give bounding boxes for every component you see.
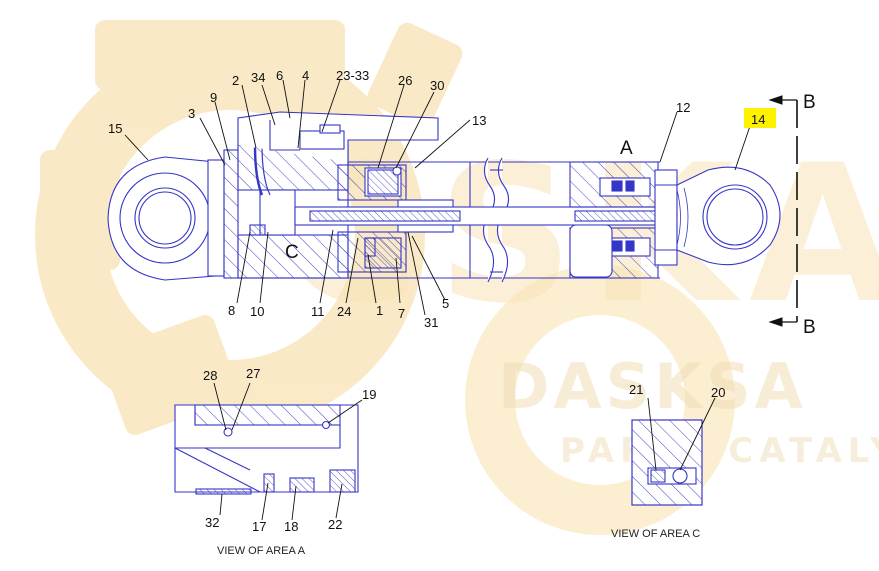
leader-lines xyxy=(124,79,751,316)
watermark-gear-small-icon xyxy=(465,265,735,535)
callout-30[interactable]: 30 xyxy=(430,78,444,93)
caption-view-area-a: VIEW OF AREA A xyxy=(217,545,306,557)
callout-8[interactable]: 8 xyxy=(228,303,235,318)
callout-17[interactable]: 17 xyxy=(252,519,266,534)
callout-20[interactable]: 20 xyxy=(711,385,725,400)
view-area-a xyxy=(174,404,359,495)
callout-14-highlight xyxy=(744,108,776,128)
callout-6[interactable]: 6 xyxy=(276,68,283,83)
view-letters: A C B B xyxy=(285,92,816,338)
section-letter-b-top[interactable]: B xyxy=(803,92,816,113)
callout-21[interactable]: 21 xyxy=(629,382,643,397)
manifold-block xyxy=(237,111,439,162)
view-area-a-leaders xyxy=(213,382,363,521)
callout-14[interactable]: 14 xyxy=(751,112,765,127)
callout-4[interactable]: 4 xyxy=(302,68,309,83)
callout-15[interactable]: 15 xyxy=(108,121,122,136)
view-area-c-leaders xyxy=(647,397,716,471)
caption-view-area-c: VIEW OF AREA C xyxy=(611,528,700,540)
view-area-c xyxy=(631,419,703,506)
callout-28[interactable]: 28 xyxy=(203,368,217,383)
callout-1[interactable]: 1 xyxy=(376,303,383,318)
callout-23-33[interactable]: 23-33 xyxy=(336,68,369,83)
callout-labels: 15 3 9 2 34 6 4 23-33 26 30 13 12 14 8 1… xyxy=(108,68,765,534)
view-letter-c[interactable]: C xyxy=(285,242,299,263)
head-end-eye xyxy=(107,156,225,281)
callout-19[interactable]: 19 xyxy=(362,387,376,402)
watermark-small-text: PARTS CATALYS xyxy=(560,431,879,471)
callout-11[interactable]: 11 xyxy=(311,304,325,319)
cylinder-assembly xyxy=(107,111,781,283)
view-letter-a[interactable]: A xyxy=(620,138,633,159)
callout-9[interactable]: 9 xyxy=(210,90,217,105)
callout-3[interactable]: 3 xyxy=(188,106,195,121)
callout-2[interactable]: 2 xyxy=(232,73,239,88)
callout-5[interactable]: 5 xyxy=(442,296,449,311)
section-letter-b-bottom[interactable]: B xyxy=(803,317,816,338)
callout-13[interactable]: 13 xyxy=(472,113,486,128)
callout-34[interactable]: 34 xyxy=(251,70,265,85)
callout-32[interactable]: 32 xyxy=(205,515,219,530)
callout-18[interactable]: 18 xyxy=(284,519,298,534)
callout-26[interactable]: 26 xyxy=(398,73,412,88)
callout-7[interactable]: 7 xyxy=(398,306,405,321)
piston-rod xyxy=(294,206,671,257)
callout-24[interactable]: 24 xyxy=(337,304,351,319)
rod-end-gland xyxy=(569,161,678,279)
watermark-mid-text: DASKSA xyxy=(498,350,807,423)
callout-10[interactable]: 10 xyxy=(250,304,264,319)
rod-end-eye xyxy=(676,166,781,266)
callout-22[interactable]: 22 xyxy=(328,517,342,532)
section-b-indicator xyxy=(768,95,798,327)
callout-12[interactable]: 12 xyxy=(676,100,690,115)
callout-27[interactable]: 27 xyxy=(246,366,260,381)
callout-31[interactable]: 31 xyxy=(424,315,438,330)
